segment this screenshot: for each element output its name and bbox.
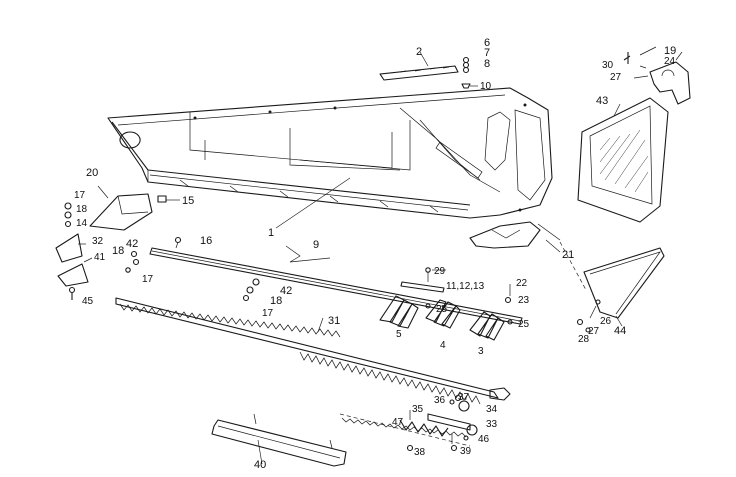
callout-10: 10: [480, 81, 492, 92]
callout-39: 39: [460, 446, 472, 457]
callout-27-low: 27: [588, 326, 600, 337]
header-trough: [107, 87, 553, 219]
left-bracket-set: [55, 202, 89, 300]
callout-4: 4: [440, 340, 446, 351]
callout-25-left: 25: [436, 304, 448, 315]
callout-20: 20: [86, 167, 98, 179]
knife-guards: [379, 284, 513, 341]
callout-15: 15: [182, 195, 194, 207]
callout-29: 29: [434, 266, 446, 277]
callout-44: 44: [614, 325, 626, 337]
callout-36: 36: [434, 395, 446, 406]
callout-9: 9: [313, 239, 319, 251]
callout-16: 16: [200, 235, 212, 247]
bracket-top-right: [623, 46, 691, 105]
left-side-plate: [89, 193, 180, 231]
plate-assembly: [379, 56, 478, 89]
callout-31: 31: [328, 315, 340, 327]
callout-42-mid: 42: [126, 238, 138, 250]
callout-24: 24: [664, 56, 676, 67]
bottom-guard-strip: [211, 413, 347, 467]
callout-6: 6: [484, 37, 490, 49]
callout-23: 23: [518, 295, 530, 306]
callout-21: 21: [562, 249, 574, 261]
callout-28: 28: [578, 334, 590, 345]
grille-panel: [577, 97, 669, 223]
callout-18-low: 18: [270, 295, 282, 307]
callout-18-top: 18: [76, 204, 88, 215]
callout-42-low: 42: [280, 285, 292, 297]
callout-37: 37: [458, 392, 470, 403]
callout-30: 30: [602, 60, 614, 71]
knife-drive-section: [339, 394, 478, 452]
leader-lines: [78, 51, 683, 465]
callout-18-mid: 18: [112, 245, 124, 257]
callout-8: 8: [484, 58, 490, 70]
callout-2: 2: [416, 46, 422, 58]
callout-35: 35: [412, 404, 424, 415]
callout-22: 22: [516, 278, 528, 289]
callout-7: 7: [484, 47, 490, 59]
callout-34: 34: [486, 404, 498, 415]
callout-45: 45: [82, 296, 94, 307]
clip-strip: [400, 267, 446, 293]
callout-17-mid: 17: [142, 274, 154, 285]
callout-1: 1: [268, 227, 274, 239]
callout-17-top: 17: [74, 190, 86, 201]
callout-40: 40: [254, 459, 266, 471]
callout-47: 47: [392, 417, 404, 428]
callout-26: 26: [600, 316, 612, 327]
callout-labels: 1 2 3 4 5 6 7 8 9 10 11,12,13 14 15 16 1…: [74, 37, 676, 471]
callout-25-right: 25: [518, 319, 530, 330]
sickle-knife: [115, 297, 511, 405]
callout-38: 38: [414, 447, 426, 458]
callout-17-low: 17: [262, 308, 274, 319]
callout-5: 5: [396, 329, 402, 340]
callout-32: 32: [92, 236, 104, 247]
callout-27-top: 27: [610, 72, 622, 83]
callout-14: 14: [76, 218, 88, 229]
callout-46: 46: [478, 434, 490, 445]
callout-33: 33: [486, 419, 498, 430]
end-cone: [559, 241, 665, 333]
callout-3: 3: [478, 346, 484, 357]
divider-shoe: [469, 221, 561, 249]
callout-11-12-13: 11,12,13: [446, 281, 485, 292]
callout-43: 43: [596, 95, 608, 107]
callout-41: 41: [94, 252, 106, 263]
callout-19: 19: [664, 45, 676, 57]
